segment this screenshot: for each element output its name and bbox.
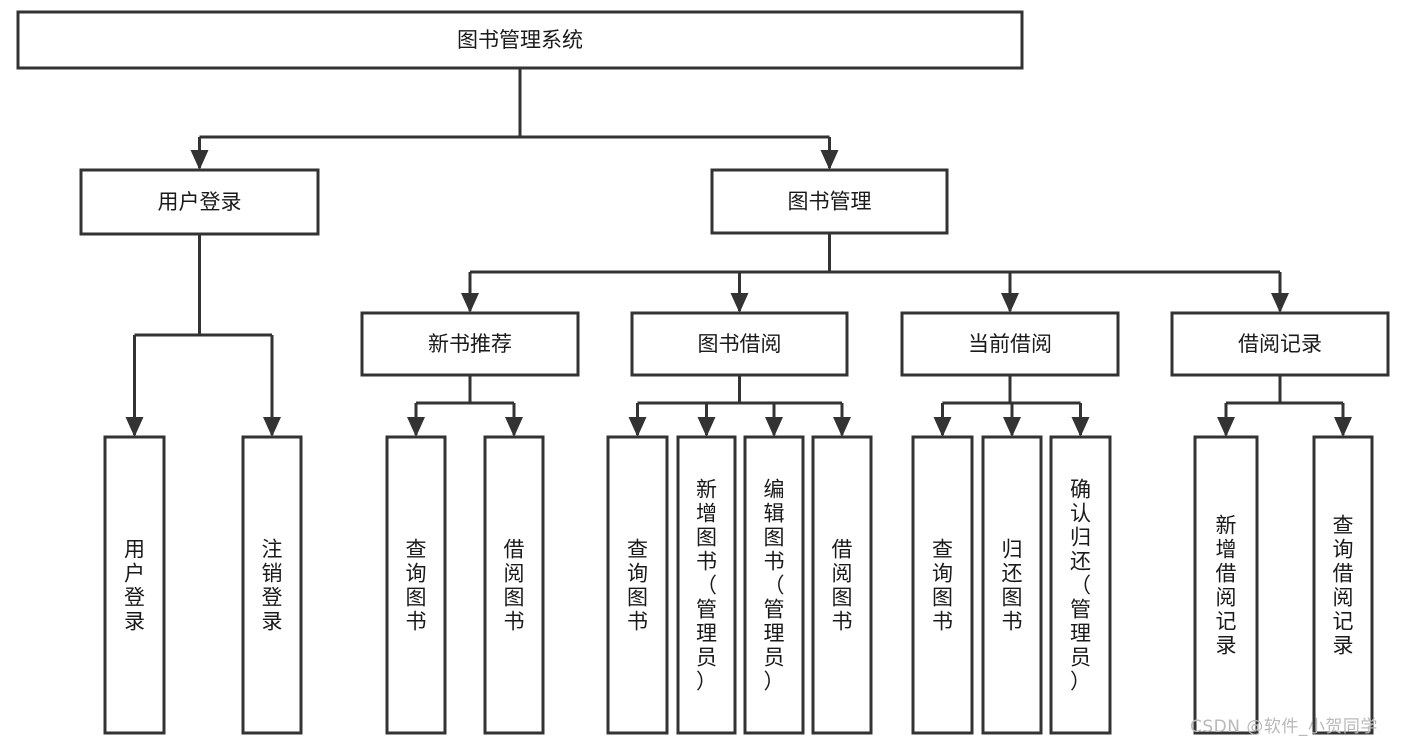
node-leaf-return-book[interactable]: 归还图书: [981, 435, 1043, 735]
node-label-leaf-return-book: 归还图书: [1002, 538, 1023, 634]
node-box-borrow-record[interactable]: [1170, 311, 1390, 377]
node-user-login[interactable]: 用户登录: [79, 168, 320, 236]
connector-layer: [125, 68, 1352, 437]
node-box-leaf-add-book[interactable]: [676, 435, 737, 735]
node-label-leaf-query-book-current: 查询图书: [932, 538, 953, 634]
arrow-head-book-borrow: [730, 293, 749, 313]
node-leaf-query-book-recommend[interactable]: 查询图书: [385, 435, 447, 735]
node-label-leaf-query-book-borrow: 查询图书: [627, 538, 648, 634]
node-leaf-borrow-book[interactable]: 借阅图书: [811, 435, 873, 735]
node-root[interactable]: 图书管理系统: [16, 10, 1024, 70]
node-label-leaf-borrow-book-recommend: 借阅图书: [504, 538, 525, 634]
arrow-head-leaf-query-book-recommend: [407, 417, 425, 437]
node-label-leaf-confirm-return: 确认归还（管理员）: [1070, 478, 1091, 694]
node-box-leaf-query-book-borrow[interactable]: [606, 435, 669, 735]
node-label-book-borrow: 图书借阅: [698, 332, 782, 356]
node-box-leaf-query-book-recommend[interactable]: [385, 435, 447, 735]
node-label-leaf-user-login: 用户登录: [124, 538, 145, 634]
arrow-head-leaf-confirm-return: [1071, 417, 1090, 437]
arrow-head-leaf-borrow-book: [833, 417, 851, 437]
arrow-head-borrow-record: [1271, 293, 1289, 313]
arrow-head-leaf-query-borrow-record: [1334, 417, 1352, 437]
node-leaf-query-book-current[interactable]: 查询图书: [911, 435, 974, 735]
node-box-leaf-borrow-book[interactable]: [811, 435, 873, 735]
node-leaf-edit-book[interactable]: 编辑图书（管理员）: [743, 435, 805, 735]
arrow-head-leaf-borrow-book-recommend: [505, 417, 523, 437]
node-box-leaf-user-login[interactable]: [103, 435, 166, 735]
node-label-leaf-logout: 注销登录: [262, 538, 283, 634]
node-box-leaf-query-borrow-record[interactable]: [1312, 435, 1374, 735]
node-box-leaf-edit-book[interactable]: [743, 435, 805, 735]
node-borrow-record[interactable]: 借阅记录: [1170, 311, 1390, 377]
node-box-leaf-confirm-return[interactable]: [1049, 435, 1112, 735]
csdn-watermark: CSDN @软件_小贺同学: [1190, 717, 1378, 737]
node-label-root: 图书管理系统: [457, 28, 583, 52]
node-book-borrow[interactable]: 图书借阅: [630, 311, 849, 377]
node-label-leaf-query-book-recommend: 查询图书: [406, 538, 427, 634]
node-label-leaf-edit-book: 编辑图书（管理员）: [764, 478, 785, 694]
node-current-borrow[interactable]: 当前借阅: [900, 311, 1120, 377]
arrow-head-user-login: [190, 150, 209, 170]
node-box-root[interactable]: [16, 10, 1024, 70]
arrow-head-leaf-add-book: [697, 417, 716, 437]
node-leaf-query-borrow-record[interactable]: 查询借阅记录: [1312, 435, 1374, 735]
node-leaf-logout[interactable]: 注销登录: [241, 435, 303, 735]
node-label-leaf-borrow-book: 借阅图书: [832, 538, 853, 634]
node-box-new-book-recommend[interactable]: [360, 311, 580, 377]
node-box-leaf-add-borrow-record[interactable]: [1193, 435, 1259, 735]
node-label-user-login: 用户登录: [158, 190, 242, 214]
node-box-current-borrow[interactable]: [900, 311, 1120, 377]
node-box-book-manage[interactable]: [710, 168, 949, 235]
node-box-leaf-borrow-book-recommend[interactable]: [483, 435, 545, 735]
node-label-current-borrow: 当前借阅: [968, 332, 1052, 356]
node-box-leaf-logout[interactable]: [241, 435, 303, 735]
node-leaf-confirm-return[interactable]: 确认归还（管理员）: [1049, 435, 1112, 735]
arrow-head-leaf-user-login: [125, 417, 144, 437]
node-label-borrow-record: 借阅记录: [1238, 332, 1322, 356]
node-label-book-manage: 图书管理: [788, 190, 872, 214]
node-leaf-borrow-book-recommend[interactable]: 借阅图书: [483, 435, 545, 735]
node-leaf-user-login[interactable]: 用户登录: [103, 435, 166, 735]
arrow-head-current-borrow: [1001, 293, 1019, 313]
arrow-head-leaf-add-borrow-record: [1217, 417, 1235, 437]
node-label-new-book-recommend: 新书推荐: [428, 332, 512, 356]
node-leaf-add-borrow-record[interactable]: 新增借阅记录: [1193, 435, 1259, 735]
node-box-leaf-return-book[interactable]: [981, 435, 1043, 735]
arrow-head-new-book-recommend: [461, 293, 479, 313]
node-book-manage[interactable]: 图书管理: [710, 168, 949, 235]
node-label-leaf-add-book: 新增图书（管理员）: [696, 478, 717, 694]
arrow-head-leaf-logout: [263, 417, 281, 437]
node-new-book-recommend[interactable]: 新书推荐: [360, 311, 580, 377]
node-leaf-query-book-borrow[interactable]: 查询图书: [606, 435, 669, 735]
arrow-head-leaf-return-book: [1003, 417, 1021, 437]
node-label-leaf-add-borrow-record: 新增借阅记录: [1216, 514, 1237, 658]
arrow-head-leaf-edit-book: [765, 417, 783, 437]
node-leaf-add-book[interactable]: 新增图书（管理员）: [676, 435, 737, 735]
node-box-book-borrow[interactable]: [630, 311, 849, 377]
node-layer: 图书管理系统用户登录图书管理新书推荐图书借阅当前借阅借阅记录用户登录注销登录查询…: [16, 10, 1390, 735]
node-box-leaf-query-book-current[interactable]: [911, 435, 974, 735]
node-box-user-login[interactable]: [79, 168, 320, 236]
arrow-head-book-manage: [820, 150, 839, 170]
arrow-head-leaf-query-book-current: [933, 417, 952, 437]
node-label-leaf-query-borrow-record: 查询借阅记录: [1333, 514, 1354, 658]
arrow-head-leaf-query-book-borrow: [628, 417, 647, 437]
